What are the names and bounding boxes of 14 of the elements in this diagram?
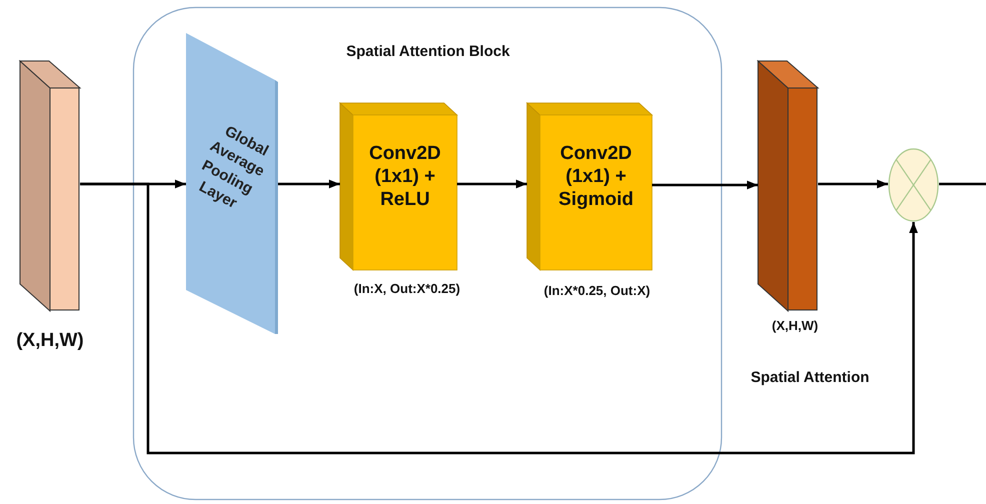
connector-line <box>939 182 986 186</box>
output-caption: Spatial Attention <box>750 369 870 386</box>
arrow <box>278 180 340 188</box>
arrow <box>652 180 758 190</box>
layer-label: Conv2D (1x1) + Sigmoid <box>558 143 634 212</box>
dimension-label: (X,H,W) <box>15 330 85 352</box>
arrow <box>818 180 888 188</box>
block-title: Spatial Attention Block <box>345 43 511 61</box>
dimension-label: (X,H,W) <box>770 318 820 333</box>
arrow <box>80 182 918 454</box>
layer-label: Conv2D (1x1) + ReLU <box>368 143 442 212</box>
arrow <box>457 180 527 188</box>
channel-note: (In:X*0.25, Out:X) <box>542 283 652 298</box>
channel-note: (In:X, Out:X*0.25) <box>352 281 462 296</box>
